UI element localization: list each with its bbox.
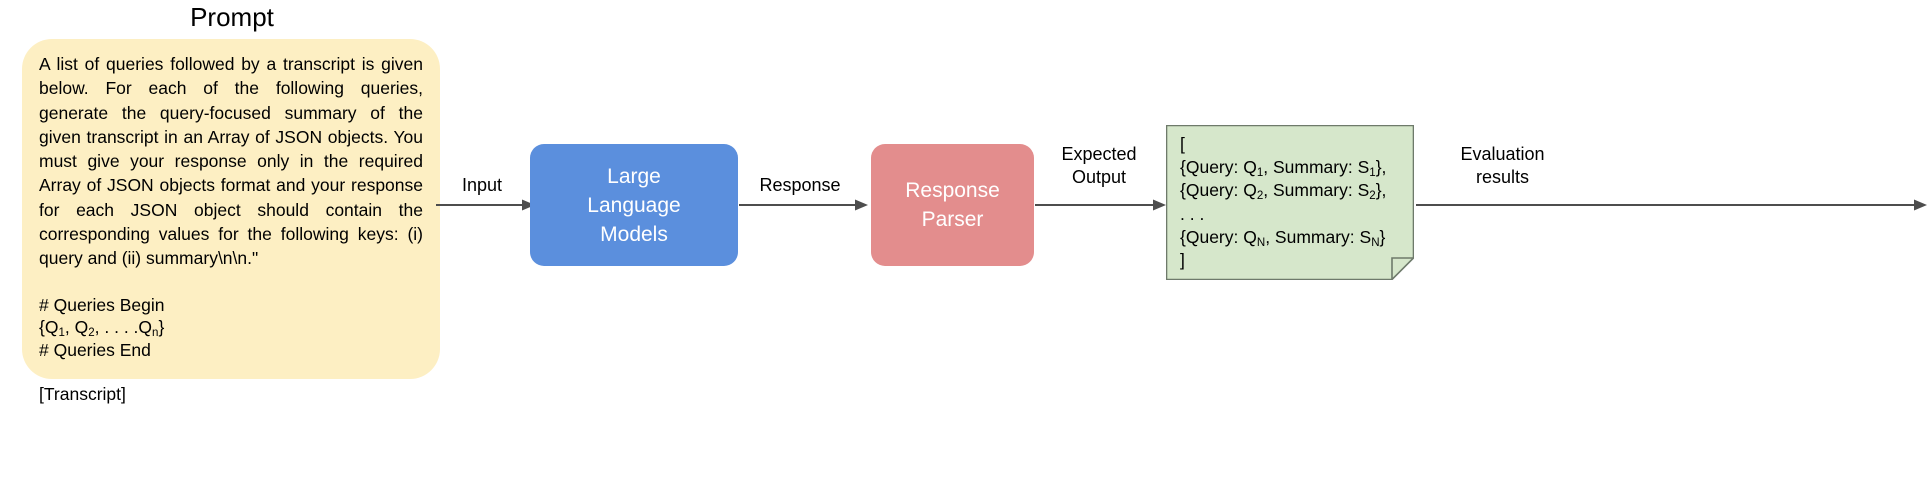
- arrow-label-expected-output-line1: Expected: [1061, 144, 1137, 164]
- prompt-gap-1: [39, 271, 423, 294]
- output-note-shape: [1166, 125, 1414, 280]
- prompt-box: A list of queries followed by a transcri…: [22, 39, 440, 404]
- arrow-input: [436, 198, 536, 212]
- arrow-label-input: Input: [461, 175, 503, 195]
- output-note-line-ellipsis: . . .: [1180, 203, 1205, 224]
- prompt-queries-begin: # Queries Begin: [39, 294, 165, 315]
- output-note-text: [ {Query: Q1, Summary: S1}, {Query: Q2, …: [1180, 133, 1408, 272]
- arrow-label-expected-output: Expected Output: [1035, 143, 1163, 189]
- node-llm-label: Large Language Models: [587, 162, 680, 249]
- node-llm-label-line2: Language: [587, 193, 681, 217]
- output-note: [ {Query: Q1, Summary: S1}, {Query: Q2, …: [1166, 125, 1414, 280]
- prompt-gap-2: [39, 361, 423, 383]
- node-parser-label-line1: Response: [905, 179, 1000, 202]
- arrow-label-expected-output-line2: Output: [1071, 167, 1127, 187]
- prompt-transcript-placeholder: [Transcript]: [39, 384, 126, 405]
- arrow-response: [739, 198, 869, 212]
- arrow-evaluation-results: [1416, 198, 1928, 212]
- output-note-line-open: [: [1180, 134, 1185, 154]
- node-llm-label-line1: Large: [607, 164, 661, 188]
- prompt-queries-end: # Queries End: [39, 339, 151, 360]
- output-note-line-1: {Query: Q1, Summary: S1},: [1180, 157, 1387, 180]
- arrow-label-evaluation-results-line1: Evaluation: [1460, 144, 1545, 164]
- prompt-paragraph: A list of queries followed by a transcri…: [39, 54, 423, 269]
- prompt-queries-list: {Q1, Q2, . . . .Qn}: [39, 317, 165, 340]
- output-note-line-n: {Query: QN, Summary: SN}: [1180, 226, 1386, 250]
- output-note-line-2: {Query: Q2, Summary: S2},: [1180, 180, 1387, 203]
- arrow-label-evaluation-results: Evaluation results: [1430, 143, 1575, 189]
- output-note-line-close: ]: [1180, 250, 1185, 271]
- arrow-expected-output: [1035, 198, 1167, 212]
- prompt-title: Prompt: [190, 2, 274, 32]
- arrow-label-response: Response: [759, 175, 841, 195]
- node-parser-label: Response Parser: [905, 176, 1000, 234]
- node-response-parser[interactable]: Response Parser: [871, 144, 1034, 266]
- node-llm-label-line3: Models: [600, 222, 668, 246]
- node-large-language-models[interactable]: Large Language Models: [530, 144, 738, 266]
- node-parser-label-line2: Parser: [921, 208, 984, 231]
- arrow-label-evaluation-results-line2: results: [1475, 167, 1529, 187]
